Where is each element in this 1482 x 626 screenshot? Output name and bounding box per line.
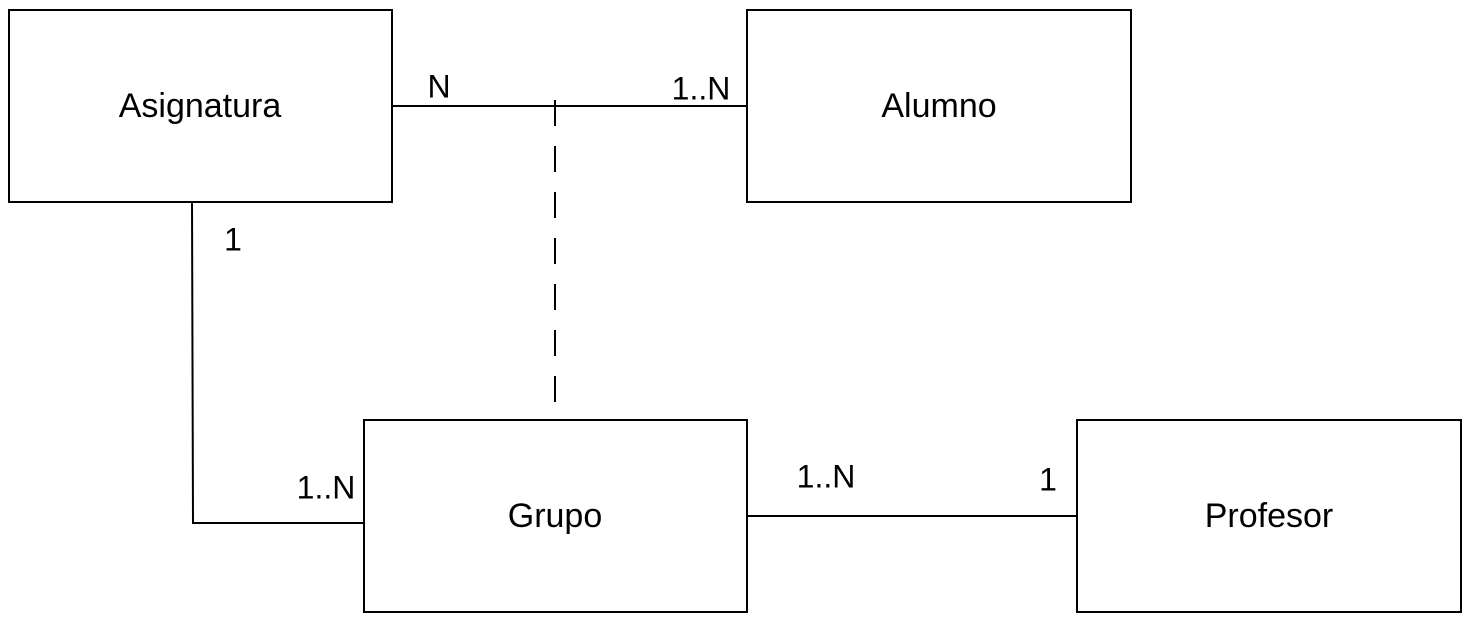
entity-grupo-box	[363, 419, 748, 613]
cardinality-grupo-profesor-1n: 1..N	[797, 458, 856, 494]
relation-line-asignatura-grupo	[191, 201, 364, 524]
entity-alumno[interactable]: Alumno	[746, 9, 1132, 203]
entity-profesor-label: Profesor	[1205, 497, 1334, 535]
entity-grupo[interactable]: Grupo	[363, 419, 748, 613]
entity-asignatura[interactable]: Asignatura	[8, 9, 393, 203]
cardinality-alumno-asignatura-1n: 1..N	[672, 70, 731, 106]
entity-profesor[interactable]: Profesor	[1076, 419, 1462, 613]
cardinality-profesor-grupo-1: 1	[1039, 461, 1057, 497]
entity-grupo-label: Grupo	[508, 497, 603, 535]
cardinality-grupo-asignatura-1n: 1..N	[297, 469, 356, 505]
cardinality-asignatura-alumno-n: N	[427, 68, 450, 104]
cardinality-asignatura-grupo-1: 1	[224, 221, 242, 257]
entity-alumno-box	[746, 9, 1132, 203]
entity-profesor-box	[1076, 419, 1462, 613]
entity-alumno-label: Alumno	[881, 87, 996, 125]
entity-asignatura-label: Asignatura	[119, 87, 282, 125]
entity-asignatura-box	[8, 9, 393, 203]
